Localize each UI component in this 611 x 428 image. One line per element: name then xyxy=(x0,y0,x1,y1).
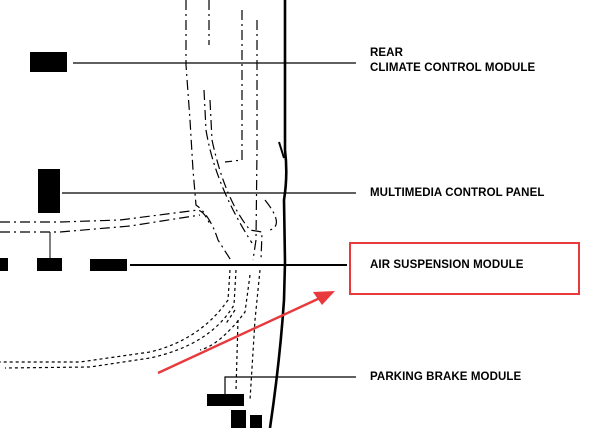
label-parking-brake-module: PARKING BRAKE MODULE xyxy=(370,371,522,383)
connector-rear-climate xyxy=(30,52,67,72)
connector-parking-brake xyxy=(207,394,244,406)
connector-bottom-b xyxy=(250,415,262,428)
connector-bottom-a xyxy=(231,410,246,428)
connector-air-suspension xyxy=(90,259,127,271)
connector-multimedia xyxy=(38,169,60,213)
label-climate-control-module: CLIMATE CONTROL MODULE xyxy=(370,62,536,74)
annotation-arrow-icon xyxy=(157,291,335,375)
connector-mid xyxy=(37,258,62,271)
label-rear: REAR xyxy=(370,47,403,59)
label-air-suspension-module: AIR SUSPENSION MODULE xyxy=(370,259,524,271)
label-multimedia-control-panel: MULTIMEDIA CONTROL PANEL xyxy=(370,187,545,199)
highlight-box xyxy=(349,242,580,295)
connector-left xyxy=(0,258,8,271)
main-harness-line xyxy=(268,0,288,428)
leader-parking-brake xyxy=(224,376,356,394)
